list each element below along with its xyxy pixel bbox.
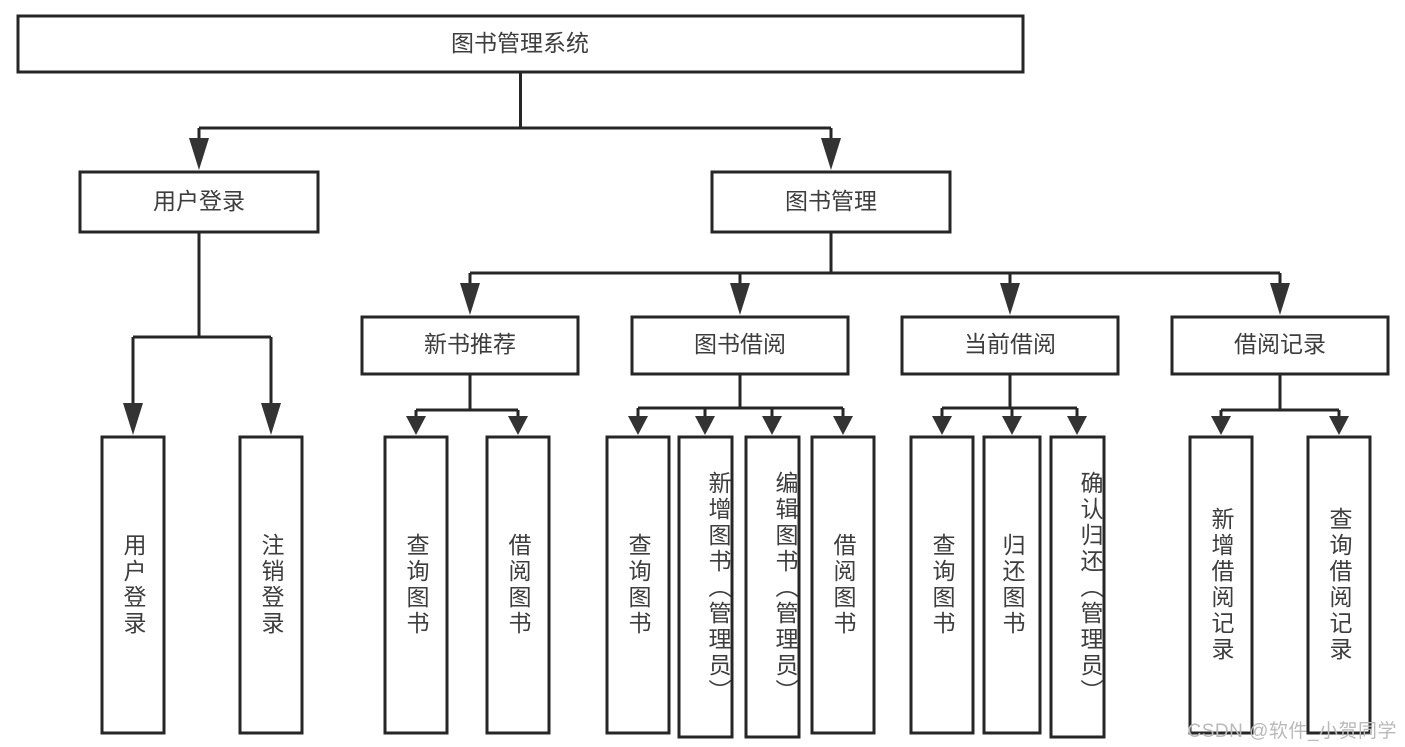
node-label-root: 图书管理系统 (451, 30, 589, 56)
node-box-borrow-record[interactable] (1170, 315, 1390, 376)
arrow-to-borrow-record (1270, 283, 1290, 315)
node-box-root[interactable] (16, 14, 1025, 74)
node-box-leaf-query-record[interactable] (1306, 435, 1372, 735)
arrow-to-leaf-query-record (1329, 416, 1349, 435)
node-box-book-borrow[interactable] (630, 315, 850, 376)
arrow-to-leaf-borrow-book-1 (508, 416, 528, 435)
arrow-to-leaf-query-book-2 (628, 416, 648, 435)
arrow-to-leaf-return-book (1002, 416, 1022, 435)
node-box-leaf-query-book-2[interactable] (605, 435, 671, 735)
arrow-to-user-login (189, 138, 209, 170)
arrow-to-leaf-confirm-return (1067, 416, 1087, 435)
node-label-book-manage: 图书管理 (785, 188, 877, 214)
arrow-to-leaf-borrow-book-2 (833, 416, 853, 435)
node-box-leaf-logout[interactable] (238, 435, 304, 735)
node-box-leaf-borrow-book-1[interactable] (485, 435, 551, 735)
node-box-book-manage[interactable] (710, 170, 952, 234)
arrow-to-leaf-add-book (695, 416, 715, 435)
arrowhead-group (123, 138, 1349, 435)
node-box-leaf-query-book-3[interactable] (909, 435, 975, 735)
arrow-to-leaf-query-book-3 (932, 416, 952, 435)
node-label-current-borrow: 当前借阅 (964, 331, 1056, 357)
arrow-to-book-borrow (730, 283, 750, 315)
arrow-to-leaf-edit-book (762, 416, 782, 435)
node-box-leaf-user-login[interactable] (100, 435, 166, 735)
csdn-watermark: CSDN @软件_小贺同学 (1187, 721, 1397, 742)
node-box-leaf-add-record[interactable] (1188, 435, 1254, 735)
arrow-to-leaf-query-book-1 (406, 416, 426, 435)
arrow-to-book-manage (821, 138, 841, 170)
arrow-to-leaf-user-login (123, 403, 143, 435)
node-label-borrow-record: 借阅记录 (1234, 331, 1326, 357)
arrow-to-new-book-recommend (460, 283, 480, 315)
arrow-to-leaf-logout (261, 403, 281, 435)
node-box-leaf-query-book-1[interactable] (383, 435, 449, 735)
node-box-user-login[interactable] (78, 170, 320, 234)
arrow-to-leaf-add-record (1211, 416, 1231, 435)
node-box-current-borrow[interactable] (900, 315, 1120, 376)
node-box-leaf-add-book[interactable] (677, 435, 734, 739)
node-box-new-book-recommend[interactable] (360, 315, 580, 376)
node-box-leaf-confirm-return[interactable] (1049, 435, 1106, 739)
node-label-book-borrow: 图书借阅 (694, 331, 786, 357)
node-box-group: 图书管理系统 用户登录 图书管理 新书推荐 图书借阅 当前借阅 借阅记录 (16, 14, 1390, 739)
node-box-leaf-edit-book[interactable] (744, 435, 801, 739)
node-box-leaf-borrow-book-2[interactable] (810, 435, 876, 735)
arrow-to-current-borrow (1000, 283, 1020, 315)
node-label-new-book-recommend: 新书推荐 (424, 331, 516, 357)
node-label-user-login: 用户登录 (153, 188, 245, 214)
node-box-leaf-return-book[interactable] (982, 435, 1042, 735)
